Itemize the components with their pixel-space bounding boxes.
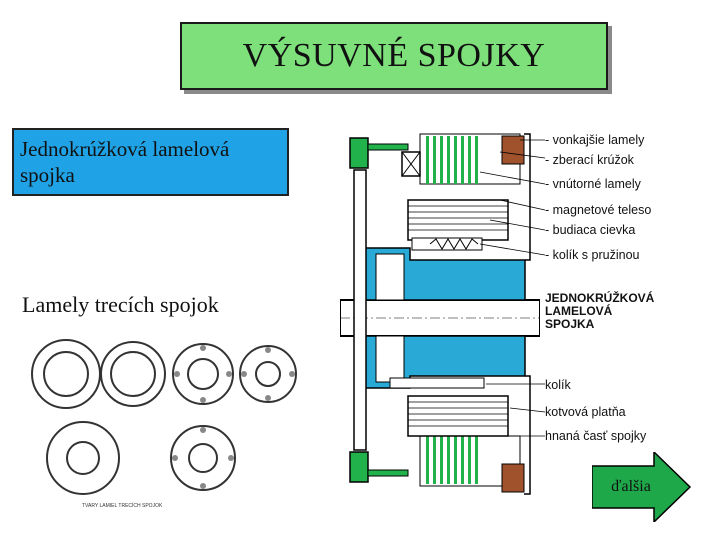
arrow-right-icon[interactable] [592, 452, 692, 522]
next-label[interactable]: ďalšia [611, 478, 651, 495]
label-big-2: LAMELOVÁ [545, 304, 613, 318]
flange-top [367, 143, 409, 151]
collector-ring-bottom [501, 463, 525, 493]
magnet-body-bottom [407, 395, 509, 437]
ring-3 [172, 343, 234, 405]
label-pin: kolík [545, 378, 571, 392]
label-armature-plate: kotvová platňa [545, 405, 626, 419]
flange-bottom [367, 469, 409, 477]
subtitle-line-2: spojka [20, 163, 75, 187]
label-excitation-coil: - budiaca cievka [545, 223, 636, 237]
housing-bottom-left [349, 451, 369, 483]
lamely-heading: Lamely trecích spojok [22, 292, 219, 317]
label-big-1: JEDNOKRÚŽKOVÁ [545, 291, 655, 305]
ring-2 [100, 341, 166, 407]
hub-cut-bottom [375, 335, 405, 383]
next-arrow-button[interactable] [592, 452, 692, 522]
ring-6 [170, 425, 236, 491]
hub-cut-top [375, 253, 405, 301]
rings-caption: TVARY LAMIEL TRECÍCH SPOJOK [82, 503, 163, 509]
lamella-shapes [31, 339, 297, 495]
label-driven-part: hnaná časť spojky [545, 429, 647, 443]
spring [429, 238, 479, 250]
collector-ring-top [501, 135, 525, 165]
ring-5 [46, 421, 120, 495]
ring-4 [239, 345, 297, 403]
subtitle-box: Jednokrúžková lamelová spojka [12, 128, 289, 196]
label-outer-lamellae: - vonkajšie lamely [545, 133, 645, 147]
outline-right-bottom [524, 375, 531, 495]
label-big-3: SPOJKA [545, 317, 595, 331]
label-inner-lamellae: - vnútorné lamely [545, 177, 641, 191]
vertical-plate [353, 169, 367, 451]
housing-top-left [349, 137, 369, 169]
pin [389, 377, 485, 389]
clutch-diagram [340, 133, 540, 495]
subtitle-line-1: Jednokrúžková lamelová [20, 137, 230, 161]
subtitle-text: Jednokrúžková lamelová spojka [20, 136, 229, 188]
slide-title: VÝSUVNÉ SPOJKY [242, 37, 546, 74]
ring-1 [31, 339, 101, 409]
label-collector-ring: - zberací krúžok [545, 153, 634, 167]
title-box: VÝSUVNÉ SPOJKY [180, 22, 608, 90]
label-spring-pin: - kolík s pružinou [545, 248, 640, 262]
outline-right-top [524, 133, 531, 261]
label-magnet-body: - magnetové teleso [545, 203, 652, 217]
